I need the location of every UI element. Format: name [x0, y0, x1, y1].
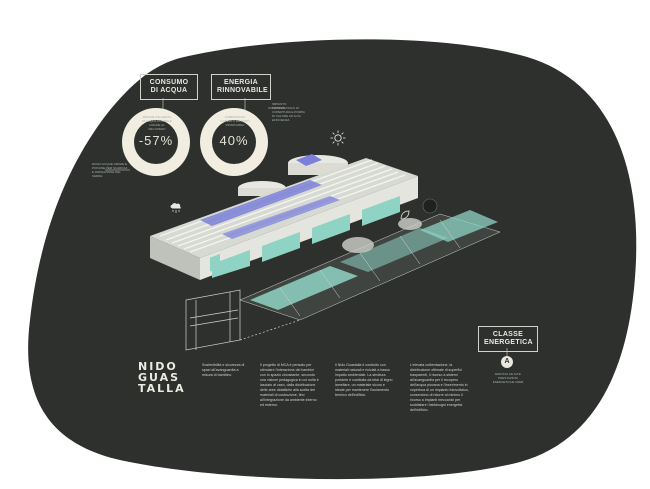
- energy-note-top: FABBISOGNO COPERTO DA FONTI RINNOVABILI: [220, 115, 250, 127]
- classe-title-line1: CLASSE: [492, 331, 524, 338]
- text-column-3: Il Nido Guastalla è costruito con materi…: [335, 363, 393, 397]
- leaf-icon: [400, 210, 410, 220]
- water-title-box: CONSUMO DI ACQUA: [140, 74, 198, 100]
- logo-line3: TALLA: [138, 382, 186, 395]
- solar-panel-group: [296, 154, 322, 166]
- energy-note-right: IMPIANTO FOTOVOLTAICO IN COPERTURA E POM…: [272, 102, 305, 122]
- classe-title-box: CLASSE ENERGETICA: [478, 326, 538, 352]
- water-title-line2: DI ACQUA: [150, 87, 188, 94]
- sun-icon: [330, 130, 346, 146]
- water-title-line1: CONSUMO: [149, 79, 189, 86]
- energy-ring-center: [212, 120, 256, 164]
- water-ring-center: [134, 120, 178, 164]
- classe-note: EDIFICIO AD ALTE PRESTAZIONI ENERGETICHE…: [492, 372, 524, 384]
- nido-guastalla-logo: NIDO GUAS TALLA: [138, 361, 186, 394]
- text-column-4: L'elevata coibentazione, la distribuzion…: [410, 363, 469, 412]
- text-column-1: Sostenibilità e sicurezza di spazi all'a…: [202, 363, 245, 377]
- classe-title-line2: ENERGETICA: [484, 339, 533, 346]
- rain-cloud-icon: [170, 203, 181, 213]
- energy-title-box: ENERGIA RINNOVABILE: [211, 74, 271, 100]
- logo-line2: GUAS: [138, 371, 181, 384]
- energy-title-line2: RINNOVABILE: [217, 87, 269, 94]
- logo-line1: NIDO: [138, 360, 178, 373]
- classe-grade-badge: A: [501, 356, 513, 368]
- water-note-top: MINORE RICHIESTA DI ACQUA POTABILE GRAZI…: [142, 115, 172, 131]
- energy-title-line1: ENERGIA: [224, 79, 258, 86]
- water-note-left: RIUSO ACQUE GRIGIE E PIOVANE PER SCARICH…: [92, 162, 128, 178]
- water-value: -57%: [138, 133, 174, 148]
- text-column-2: Il progetto di MCA è pensato per stimola…: [260, 363, 319, 407]
- energy-value: 40%: [219, 133, 249, 148]
